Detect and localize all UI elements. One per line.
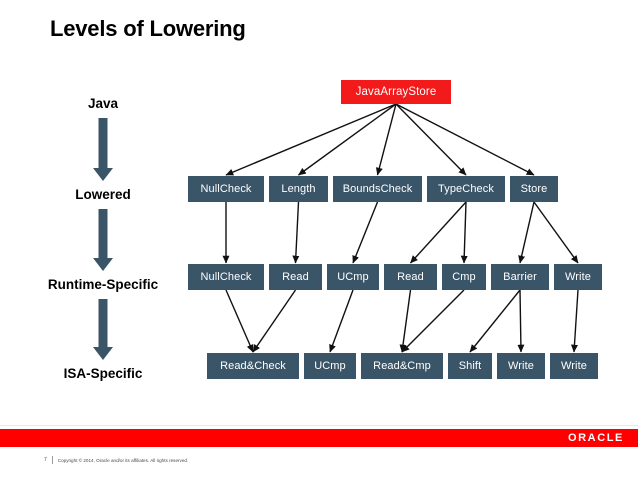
page-number: 7: [44, 457, 47, 463]
edge-r-barrier-to-i-shift: [469, 289, 521, 353]
edge-l-store-to-r-barrier: [518, 201, 535, 264]
edge-javaarraystore-to-l-boundscheck: [375, 103, 397, 176]
node-r-write: Write: [554, 264, 602, 290]
stage-label-java: Java: [87, 96, 119, 111]
edge-javaarraystore-to-l-typecheck: [395, 103, 467, 176]
node-r-cmp: Cmp: [442, 264, 486, 290]
edge-l-boundscheck-to-r-ucmp: [352, 201, 379, 264]
stage-arrow-3: [93, 299, 113, 360]
edge-l-length-to-r-read1: [292, 201, 300, 264]
footer-divider: [51, 456, 53, 464]
edge-r-barrier-to-i-write1: [517, 289, 525, 353]
edge-r-read2-to-i-readcmp: [399, 289, 412, 353]
stage-label-lowered: Lowered: [75, 187, 131, 202]
edge-lines: [222, 103, 579, 353]
edge-l-typecheck-to-r-read2: [409, 201, 467, 264]
edge-javaarraystore-to-l-store: [395, 103, 535, 176]
footer-accent-bar: [0, 429, 638, 447]
node-i-write2: Write: [550, 353, 598, 379]
node-javaarraystore: JavaArrayStore: [341, 80, 451, 104]
stage-label-isa-specific: ISA-Specific: [63, 366, 143, 381]
edge-r-cmp-to-i-readcmp: [401, 289, 465, 353]
node-r-read2: Read: [384, 264, 437, 290]
copyright-text: Copyright © 2014, Oracle and/or its affi…: [57, 457, 189, 463]
edge-javaarraystore-to-l-length: [298, 103, 397, 176]
edge-r-write-to-i-write2: [570, 289, 579, 353]
stage-arrow-2: [93, 209, 113, 271]
node-r-nullcheck: NullCheck: [188, 264, 264, 290]
node-l-boundscheck: BoundsCheck: [333, 176, 422, 202]
node-l-nullcheck: NullCheck: [188, 176, 264, 202]
edge-r-nullcheck-to-i-readcheck: [225, 289, 254, 353]
edge-l-store-to-r-write: [533, 201, 579, 264]
node-l-store: Store: [510, 176, 558, 202]
stage-label-runtime-specific: Runtime-Specific: [47, 277, 159, 292]
edge-r-read1-to-i-readcheck: [252, 289, 297, 353]
node-l-typecheck: TypeCheck: [427, 176, 505, 202]
node-i-ucmp: UCmp: [304, 353, 356, 379]
node-i-readcmp: Read&Cmp: [361, 353, 443, 379]
node-i-write1: Write: [497, 353, 545, 379]
oracle-logo: ORACLE: [567, 432, 624, 444]
node-l-length: Length: [269, 176, 328, 202]
footer-meta: 7 Copyright © 2014, Oracle and/or its af…: [44, 456, 188, 464]
stage-arrow-1: [93, 118, 113, 181]
edge-r-ucmp-to-i-ucmp: [329, 289, 354, 353]
node-i-shift: Shift: [448, 353, 492, 379]
node-i-readcheck: Read&Check: [207, 353, 299, 379]
node-r-read1: Read: [269, 264, 322, 290]
footer-rule: [0, 425, 638, 426]
node-r-barrier: Barrier: [491, 264, 549, 290]
edge-l-typecheck-to-r-cmp: [460, 201, 468, 264]
page-title: Levels of Lowering: [50, 16, 246, 41]
edge-javaarraystore-to-l-nullcheck: [225, 103, 397, 176]
node-r-ucmp: UCmp: [327, 264, 379, 290]
